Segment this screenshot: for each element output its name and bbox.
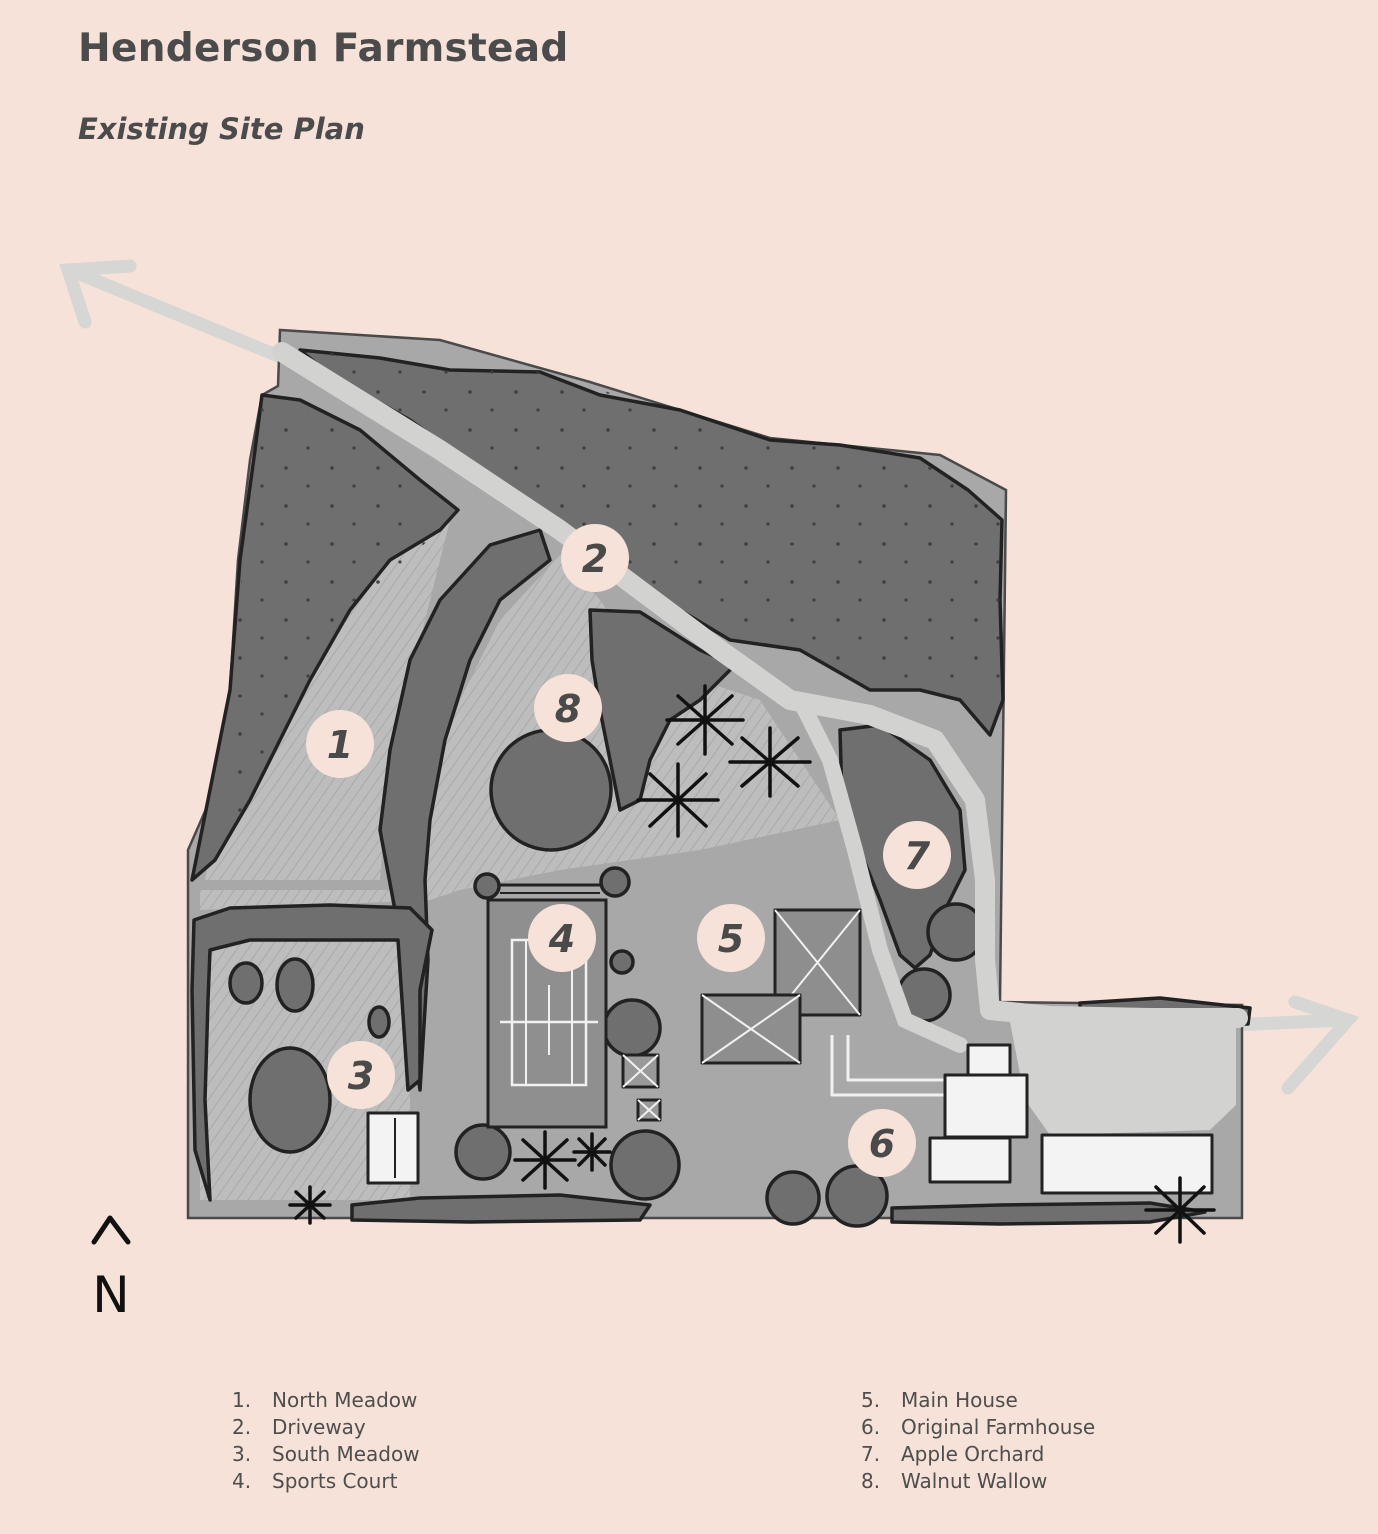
marker-6[interactable]: 6 [848,1109,916,1177]
legend-number: 8. [861,1469,881,1493]
north-meadow-area [200,555,840,910]
marker-label: 4 [548,917,575,961]
starburst-trees [288,684,1216,1244]
tree [1144,1176,1216,1244]
legend-number: 4. [232,1469,252,1493]
walnut-tree [489,728,613,852]
tree [602,998,662,1058]
marker-label: 7 [904,834,931,878]
south-meadow-hedge [190,903,434,1202]
tree [228,961,264,1005]
marker-label: 3 [348,1054,374,1098]
legend-number: 5. [861,1388,881,1412]
legend-item: 3. South Meadow [232,1441,420,1468]
tree [275,957,315,1013]
legend-item: 4. Sports Court [232,1468,420,1495]
parking-area [1010,1022,1236,1135]
original-farmhouse [928,1136,1012,1184]
tree [609,949,635,975]
walnut-tree [665,684,745,756]
legend-number: 1. [232,1388,252,1412]
legend-label: Driveway [272,1415,366,1439]
markers: 1 2 3 4 5 6 7 8 [306,524,951,1177]
legend-item: 1. North Meadow [232,1387,420,1414]
legend-number: 2. [232,1415,252,1439]
legend-label: Original Farmhouse [901,1415,1096,1439]
page-subtitle: Existing Site Plan [78,112,365,146]
tree [288,1185,332,1225]
north-arrow-icon: N [91,1215,131,1320]
legend-label: North Meadow [272,1388,418,1412]
house-connector [830,1035,945,1097]
tree [765,1170,821,1226]
marker-4[interactable]: 4 [528,904,596,972]
tree [367,1005,391,1039]
driveway-spur [792,692,968,1053]
south-hedge-west [350,1193,652,1224]
marker-label: 1 [327,723,353,767]
barn [1040,1133,1214,1195]
marker-label: 8 [555,687,581,731]
woods-stipple [215,350,1002,860]
marker-5[interactable]: 5 [697,904,765,972]
marker-7[interactable]: 7 [883,821,951,889]
original-farmhouse [943,1073,1029,1139]
legend-right: 5. Main House 6. Original Farmhouse 7. Appl… [861,1387,1095,1495]
legend-item: 7. Apple Orchard [861,1441,1095,1468]
original-farmhouse [966,1043,1012,1079]
legend-number: 7. [861,1442,881,1466]
tree [599,866,631,898]
legend-number: 6. [861,1415,881,1439]
walnut-tree [728,726,812,798]
north-meadow-west [205,520,450,880]
page-title: Henderson Farmstead [78,26,569,71]
tree [454,1123,512,1181]
tree [473,872,501,900]
marker-label: 5 [718,917,744,961]
legend-item: 2. Driveway [232,1414,420,1441]
legend-label: Walnut Wallow [901,1469,1048,1493]
marker-label: 2 [582,537,608,581]
legend-left: 1. North Meadow 2. Driveway 3. South Meadow… [232,1387,420,1495]
north-label: N [92,1266,129,1320]
south-hedge-east [890,1201,1207,1226]
legend-item: 5. Main House [861,1387,1095,1414]
legend-label: South Meadow [272,1442,420,1466]
legend-item: 8. Walnut Wallow [861,1468,1095,1495]
shed [366,1111,420,1185]
marker-8[interactable]: 8 [534,674,602,742]
legend-label: Sports Court [272,1469,398,1493]
marker-label: 6 [869,1122,895,1166]
driveway-arrow-northwest [59,259,307,372]
tree [513,1130,577,1190]
marker-3[interactable]: 3 [327,1041,395,1109]
tree-cluster [248,1046,332,1154]
legend-label: Main House [901,1388,1018,1412]
marker-2[interactable]: 2 [561,524,629,592]
tree [609,1129,681,1201]
marker-1[interactable]: 1 [306,710,374,778]
legend-item: 6. Original Farmhouse [861,1414,1095,1441]
buildings [366,908,1214,1195]
tree [572,1132,612,1172]
legend-label: Apple Orchard [901,1442,1045,1466]
walnut-tree [636,762,720,838]
legend-number: 3. [232,1442,252,1466]
